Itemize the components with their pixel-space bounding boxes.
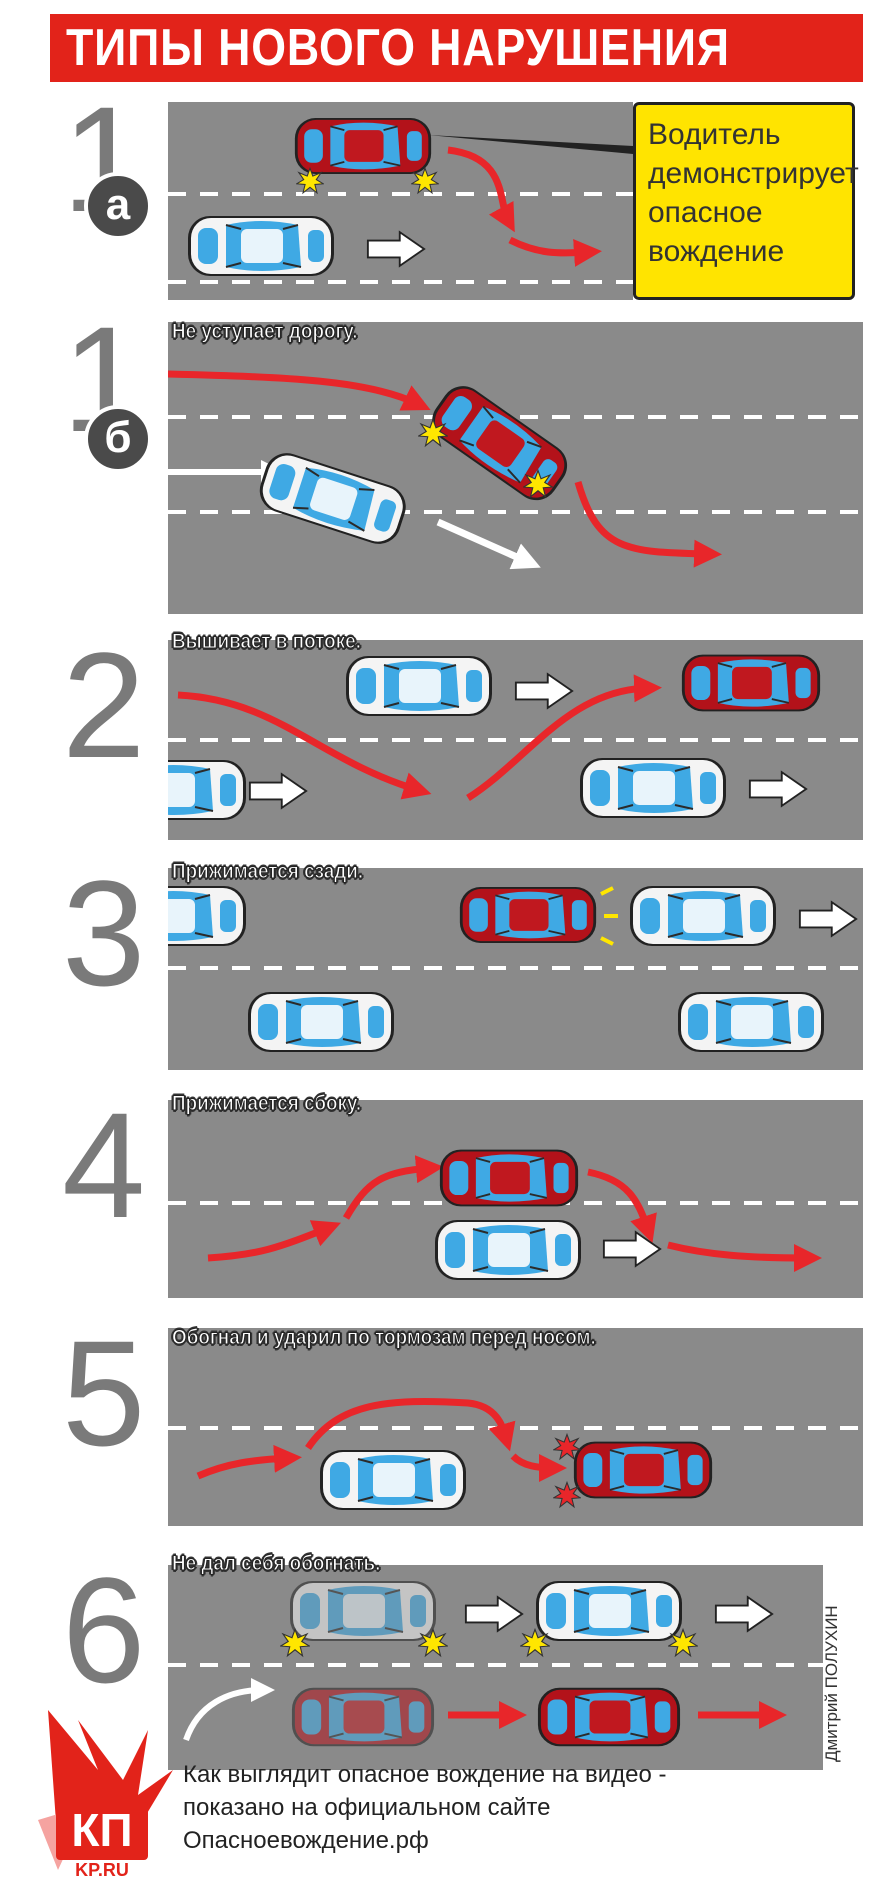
panel-5-caption: Обогнал и ударил по тормозам перед носом… [172,1326,597,1350]
page-title: ТИПЫ НОВОГО НАРУШЕНИЯ [66,19,730,77]
scene-6 [168,1565,823,1770]
panel-4-number: 4 [62,1081,146,1249]
panel-3-caption: Прижимается сзади. [172,860,364,884]
footer-line: показано на официальном сайте [183,1794,551,1821]
panel-2-caption: Вышивает в потоке. [172,630,362,654]
scene-1b [168,322,863,614]
logo-subtext: KP.RU [75,1860,129,1880]
panel-5-number: 5 [62,1309,146,1477]
panel-4-caption: Прижимается сбоку. [172,1092,362,1116]
scene-2 [168,640,863,840]
title-bar: ТИПЫ НОВОГО НАРУШЕНИЯ [50,14,863,82]
panel-1b-caption: Не уступает дорогу. [172,320,358,344]
callout-line: демонстрирует [648,157,859,190]
scene-5 [168,1328,863,1526]
callout-line: опасное [648,196,763,229]
kp-logo: КП KP.RU [38,1710,173,1880]
panel-3-number: 3 [62,849,146,1017]
footer-link[interactable]: Опасноевождение.рф [183,1827,429,1854]
panel-6-number: 6 [62,1546,146,1714]
footer-line: Как выглядит опасное вождение на видео - [183,1761,667,1788]
panel-6-caption: Не дал себя обогнать. [172,1552,381,1576]
scene-1a [168,102,633,300]
logo-text: КП [71,1804,132,1856]
callout-line: вождение [648,235,785,268]
panel-2-number: 2 [62,621,146,789]
callout-line: Водитель [648,118,781,151]
footer-note: Как выглядит опасное вождение на видео -… [183,1758,743,1857]
scene-3 [168,868,863,1070]
author-credit: Дмитрий ПОЛУХИН [822,1605,841,1762]
scene-4 [168,1100,863,1298]
callout-box: Водитель демонстрирует опасное вождение [633,102,859,300]
panel-1a-badge: а [84,172,152,240]
panel-1b-badge: б [84,405,152,473]
